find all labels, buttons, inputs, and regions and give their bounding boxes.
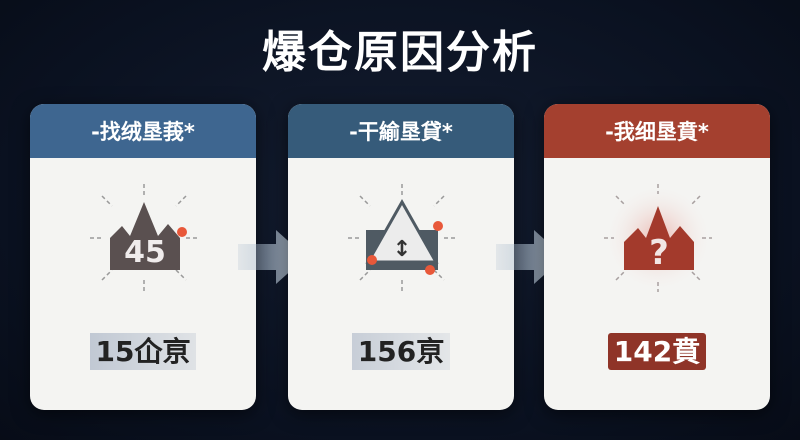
cause-card-3: -我细垦賁* bbox=[544, 104, 770, 410]
card-1-header: -找绒垦莪* bbox=[30, 104, 256, 158]
card-1-icon-number: 45 bbox=[124, 235, 166, 270]
card-1-value: 15仚亰 bbox=[30, 330, 256, 370]
card-2-header: -干緰垦貸* bbox=[288, 104, 514, 158]
cause-card-2: -干緰垦貸* ↕ bbox=[288, 104, 514, 410]
card-2-value: 156亰 bbox=[288, 330, 514, 370]
cause-card-1: -找绒垦莪* 45 15仚亰 bbox=[30, 104, 256, 410]
mountain-icon: 45 bbox=[88, 182, 200, 294]
card-3-value: 142賁 bbox=[544, 330, 770, 370]
warning-triangle-icon: ↕ bbox=[346, 182, 458, 294]
question-mark-icon: ? bbox=[602, 182, 714, 294]
page-title: 爆仓原因分析 bbox=[262, 27, 538, 78]
card-3-icon-symbol: ? bbox=[649, 233, 669, 273]
card-2-icon-symbol: ↕ bbox=[393, 237, 411, 262]
card-3-header: -我细垦賁* bbox=[544, 104, 770, 158]
